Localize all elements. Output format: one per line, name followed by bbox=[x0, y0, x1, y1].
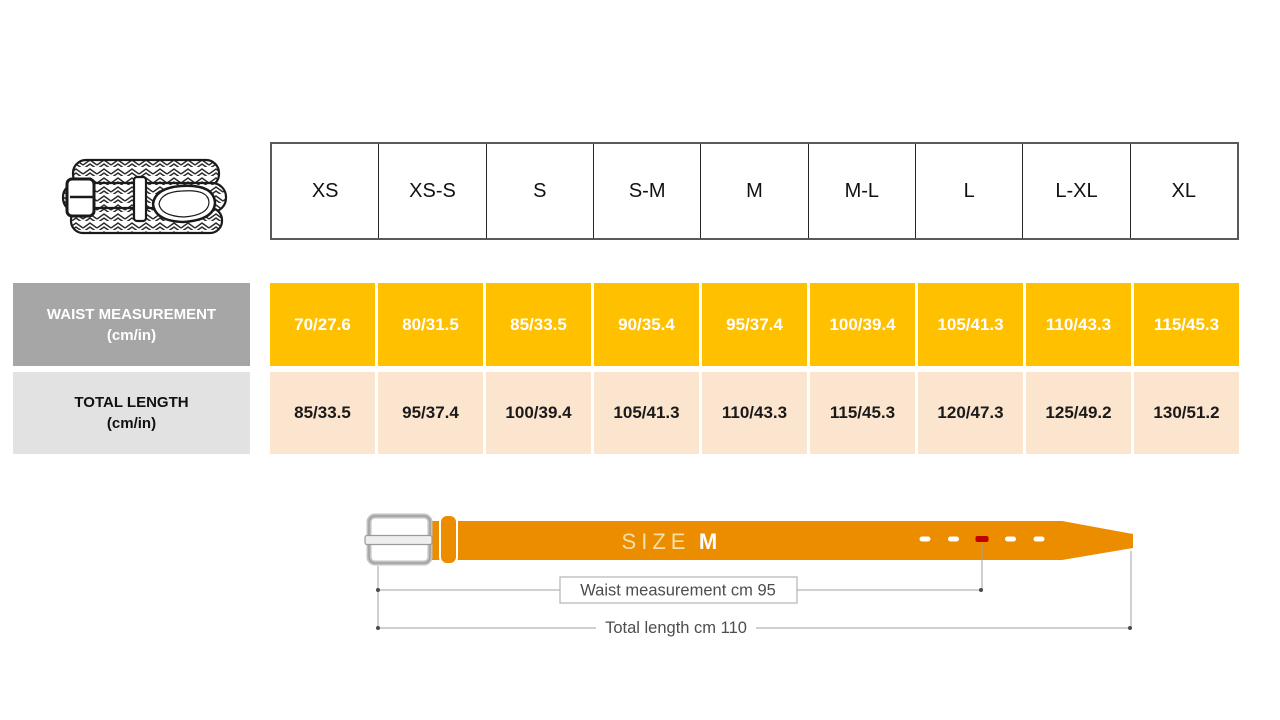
belt-hole bbox=[1005, 536, 1016, 542]
length-value-cell: 125/49.2 bbox=[1026, 372, 1131, 454]
waist-row-label: WAIST MEASUREMENT (cm/in) bbox=[13, 283, 250, 366]
row-label-text: WAIST MEASUREMENT bbox=[46, 305, 217, 323]
size-column-header: M-L bbox=[807, 144, 915, 238]
size-column-header: S-M bbox=[592, 144, 700, 238]
waist-value-cell: 95/37.4 bbox=[702, 283, 807, 366]
size-column-header: M bbox=[700, 144, 807, 238]
waist-value-cell: 90/35.4 bbox=[594, 283, 699, 366]
measurement-lines bbox=[377, 544, 1132, 629]
row-label-unit: (cm/in) bbox=[106, 415, 157, 432]
size-column-header: XS-S bbox=[378, 144, 485, 238]
belt-size-value: M bbox=[699, 529, 717, 554]
length-value-cell: 85/33.5 bbox=[270, 372, 375, 454]
waist-value-cell: 100/39.4 bbox=[810, 283, 915, 366]
waist-value-cell: 115/45.3 bbox=[1134, 283, 1239, 366]
length-value-cell: 130/51.2 bbox=[1134, 372, 1239, 454]
belt-keeper bbox=[439, 514, 458, 565]
belt-buckle bbox=[364, 513, 433, 566]
size-column-header: XL bbox=[1129, 144, 1237, 238]
size-column-header: L bbox=[914, 144, 1022, 238]
belt-art-buckle bbox=[65, 177, 96, 218]
buckle-prong bbox=[364, 534, 433, 546]
belt-art-keeper bbox=[132, 175, 148, 223]
marked-belt-hole bbox=[975, 536, 989, 542]
length-value-cell: 95/37.4 bbox=[378, 372, 483, 454]
belt-hole bbox=[948, 536, 959, 542]
length-value-cell: 115/45.3 bbox=[810, 372, 915, 454]
belt-art-tip bbox=[151, 184, 217, 224]
length-value-cell: 120/47.3 bbox=[918, 372, 1023, 454]
belt-hole bbox=[919, 536, 931, 542]
waist-annotation-text: Waist measurement cm 95 bbox=[580, 582, 776, 600]
row-label-unit: (cm/in) bbox=[106, 326, 157, 344]
waist-annotation-box bbox=[559, 576, 798, 604]
braided-belt-illustration bbox=[61, 158, 228, 235]
waist-value-cell: 80/31.5 bbox=[378, 283, 483, 366]
waist-value-cell: 70/27.6 bbox=[270, 283, 375, 366]
length-value-cell: 105/41.3 bbox=[594, 372, 699, 454]
belt-measurement-diagram: SIZE M Waist measurement cm 95 bbox=[364, 513, 1133, 637]
size-column-header: L-XL bbox=[1022, 144, 1129, 238]
length-annotation-text: Total length cm 110 bbox=[605, 619, 747, 637]
length-value-cell: 110/43.3 bbox=[702, 372, 807, 454]
waist-values-row: 70/27.6 80/31.5 85/33.5 90/35.4 95/37.4 … bbox=[270, 283, 1239, 366]
belt-holes bbox=[919, 536, 1045, 542]
belt-size-label: SIZE bbox=[622, 529, 691, 554]
waist-value-cell: 85/33.5 bbox=[486, 283, 591, 366]
size-column-header: S bbox=[485, 144, 593, 238]
waist-value-cell: 110/43.3 bbox=[1026, 283, 1131, 366]
size-header-row: XS XS-S S S-M M M-L L L-XL XL bbox=[270, 142, 1239, 240]
total-length-values-row: 85/33.5 95/37.4 100/39.4 105/41.3 110/43… bbox=[270, 372, 1239, 454]
length-value-cell: 100/39.4 bbox=[486, 372, 591, 454]
belt-strap bbox=[432, 521, 1133, 560]
belt-hole bbox=[1033, 536, 1045, 542]
size-column-header: XS bbox=[311, 179, 339, 202]
row-label-text: TOTAL LENGTH bbox=[74, 394, 189, 411]
total-length-row-label: TOTAL LENGTH (cm/in) bbox=[13, 372, 250, 454]
line-end-dots bbox=[376, 588, 1132, 630]
belt-art-tip-inner bbox=[158, 190, 210, 218]
waist-value-cell: 105/41.3 bbox=[918, 283, 1023, 366]
